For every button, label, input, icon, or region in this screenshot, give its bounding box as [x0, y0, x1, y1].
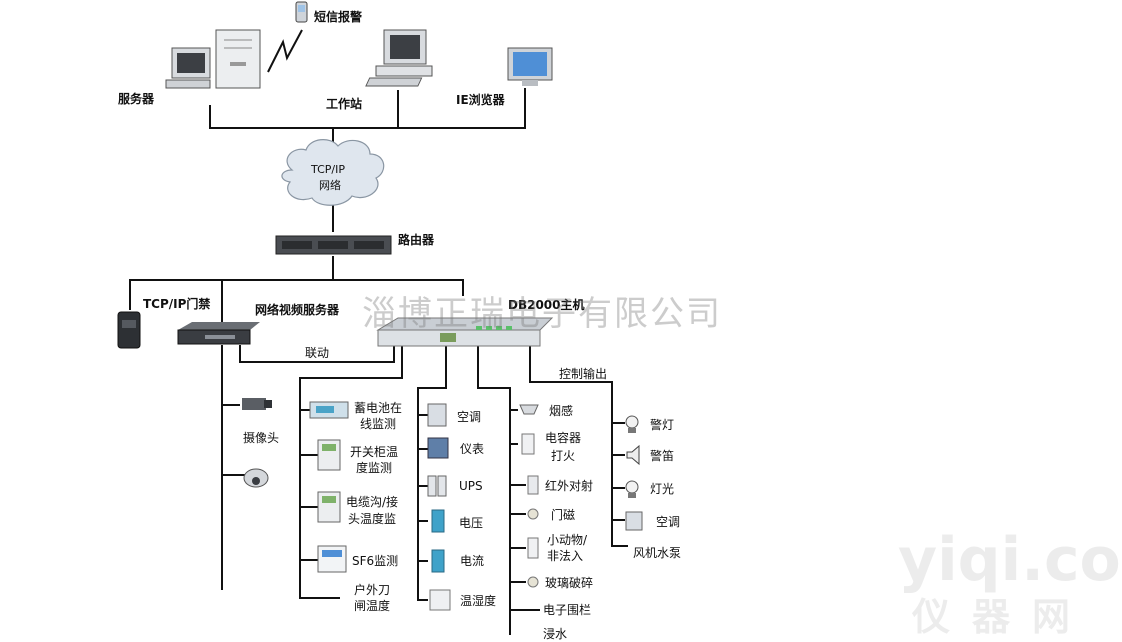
output-label: 灯光 [650, 482, 675, 496]
monitor-label: 开关柜温 [350, 445, 399, 459]
sensor-label: 打火 [551, 449, 576, 463]
network-label-line2: 网络 [319, 179, 341, 192]
workstation-label: 工作站 [326, 97, 363, 111]
network-label-line1: TCP/IP [311, 163, 345, 176]
router-icon [275, 235, 392, 255]
light-icon [625, 480, 639, 498]
sensor-label: 玻璃破碎 [545, 576, 594, 590]
monitor-label: 蓄电池在 [354, 401, 403, 415]
host-label: DB2000主机 [508, 298, 585, 312]
smoke-detector-icon [519, 404, 539, 415]
video-server-icon [177, 322, 260, 345]
temp-humidity-sensor-icon [429, 589, 451, 611]
door-contact-icon [527, 508, 539, 520]
animal-intrusion-sensor-icon [527, 537, 539, 559]
output-label: 警灯 [650, 418, 675, 432]
server-label: 服务器 [118, 92, 155, 106]
ups-icon [427, 475, 447, 497]
server-computer-icon [165, 29, 261, 89]
monitor-label: 线监测 [360, 417, 397, 431]
connector-lines [129, 29, 628, 635]
battery-monitor-device-icon [309, 401, 349, 419]
mobile-phone-icon [295, 1, 308, 23]
dome-camera-icon [243, 468, 269, 488]
box-camera-icon [242, 398, 272, 410]
sensor-label: 浸水 [543, 627, 568, 641]
fan-pump-label: 风机水泵 [633, 546, 682, 560]
output-label: 空调 [656, 515, 681, 529]
monitor-label: 户外刀 [354, 583, 391, 597]
infrared-beam-sensor-icon [527, 475, 539, 495]
air-conditioner-icon [427, 403, 447, 427]
output-air-conditioner-icon [625, 511, 643, 531]
sensor-label: 电子围栏 [543, 603, 592, 617]
ie-browser-label: IE浏览器 [456, 93, 505, 107]
meter-icon [427, 437, 449, 459]
output-label: 警笛 [650, 449, 675, 463]
camera-label: 摄像头 [243, 431, 280, 445]
voltage-sensor-icon [431, 509, 445, 533]
instrument-label: 电压 [459, 516, 484, 530]
ie-browser-monitor-icon [507, 47, 553, 86]
monitor-label: 头温度监 [348, 512, 397, 526]
monitor-label: SF6监测 [352, 554, 399, 568]
monitor-label: 度监测 [356, 461, 393, 475]
site-watermark: yiqi.com [898, 525, 1122, 595]
capacitor-spark-sensor-icon [521, 433, 535, 455]
workstation-icon [365, 29, 433, 87]
sensor-label: 门磁 [551, 508, 576, 522]
tcp-ip-network-cloud [281, 139, 385, 206]
instrument-label: 温湿度 [460, 594, 497, 608]
current-sensor-icon [431, 549, 445, 573]
sensor-label: 非法入 [547, 549, 584, 563]
site-cn-watermark: 仪器网 [912, 595, 1093, 639]
sensor-label: 红外对射 [545, 479, 594, 493]
access-reader-icon [117, 311, 141, 349]
siren-icon [626, 444, 640, 466]
sf6-device-icon [317, 545, 347, 573]
control-output-label: 控制输出 [559, 367, 608, 381]
router-label: 路由器 [398, 233, 435, 247]
access-control-label: TCP/IP门禁 [143, 297, 211, 311]
glass-break-sensor-icon [527, 576, 539, 588]
sensor-label: 烟感 [549, 404, 574, 418]
alarm-lamp-icon [625, 415, 639, 433]
db2000-host-icon [376, 317, 554, 347]
sms-alarm-label: 短信报警 [314, 10, 363, 24]
instrument-label: 空调 [457, 410, 482, 424]
company-watermark: 淄博正瑞电子有限公司 [362, 294, 722, 334]
monitor-label: 闸温度 [354, 599, 391, 613]
instrument-label: 电流 [460, 554, 485, 568]
cable-temp-device-icon [317, 491, 341, 523]
link-label: 联动 [305, 346, 330, 360]
sensor-label: 小动物/ [547, 533, 588, 547]
sensor-label: 电容器 [545, 431, 582, 445]
video-server-label: 网络视频服务器 [255, 303, 340, 317]
monitor-label: 电缆沟/接 [346, 495, 399, 509]
switchgear-temp-device-icon [317, 439, 341, 471]
instrument-label: 仪表 [460, 442, 485, 456]
instrument-label: UPS [459, 479, 483, 493]
